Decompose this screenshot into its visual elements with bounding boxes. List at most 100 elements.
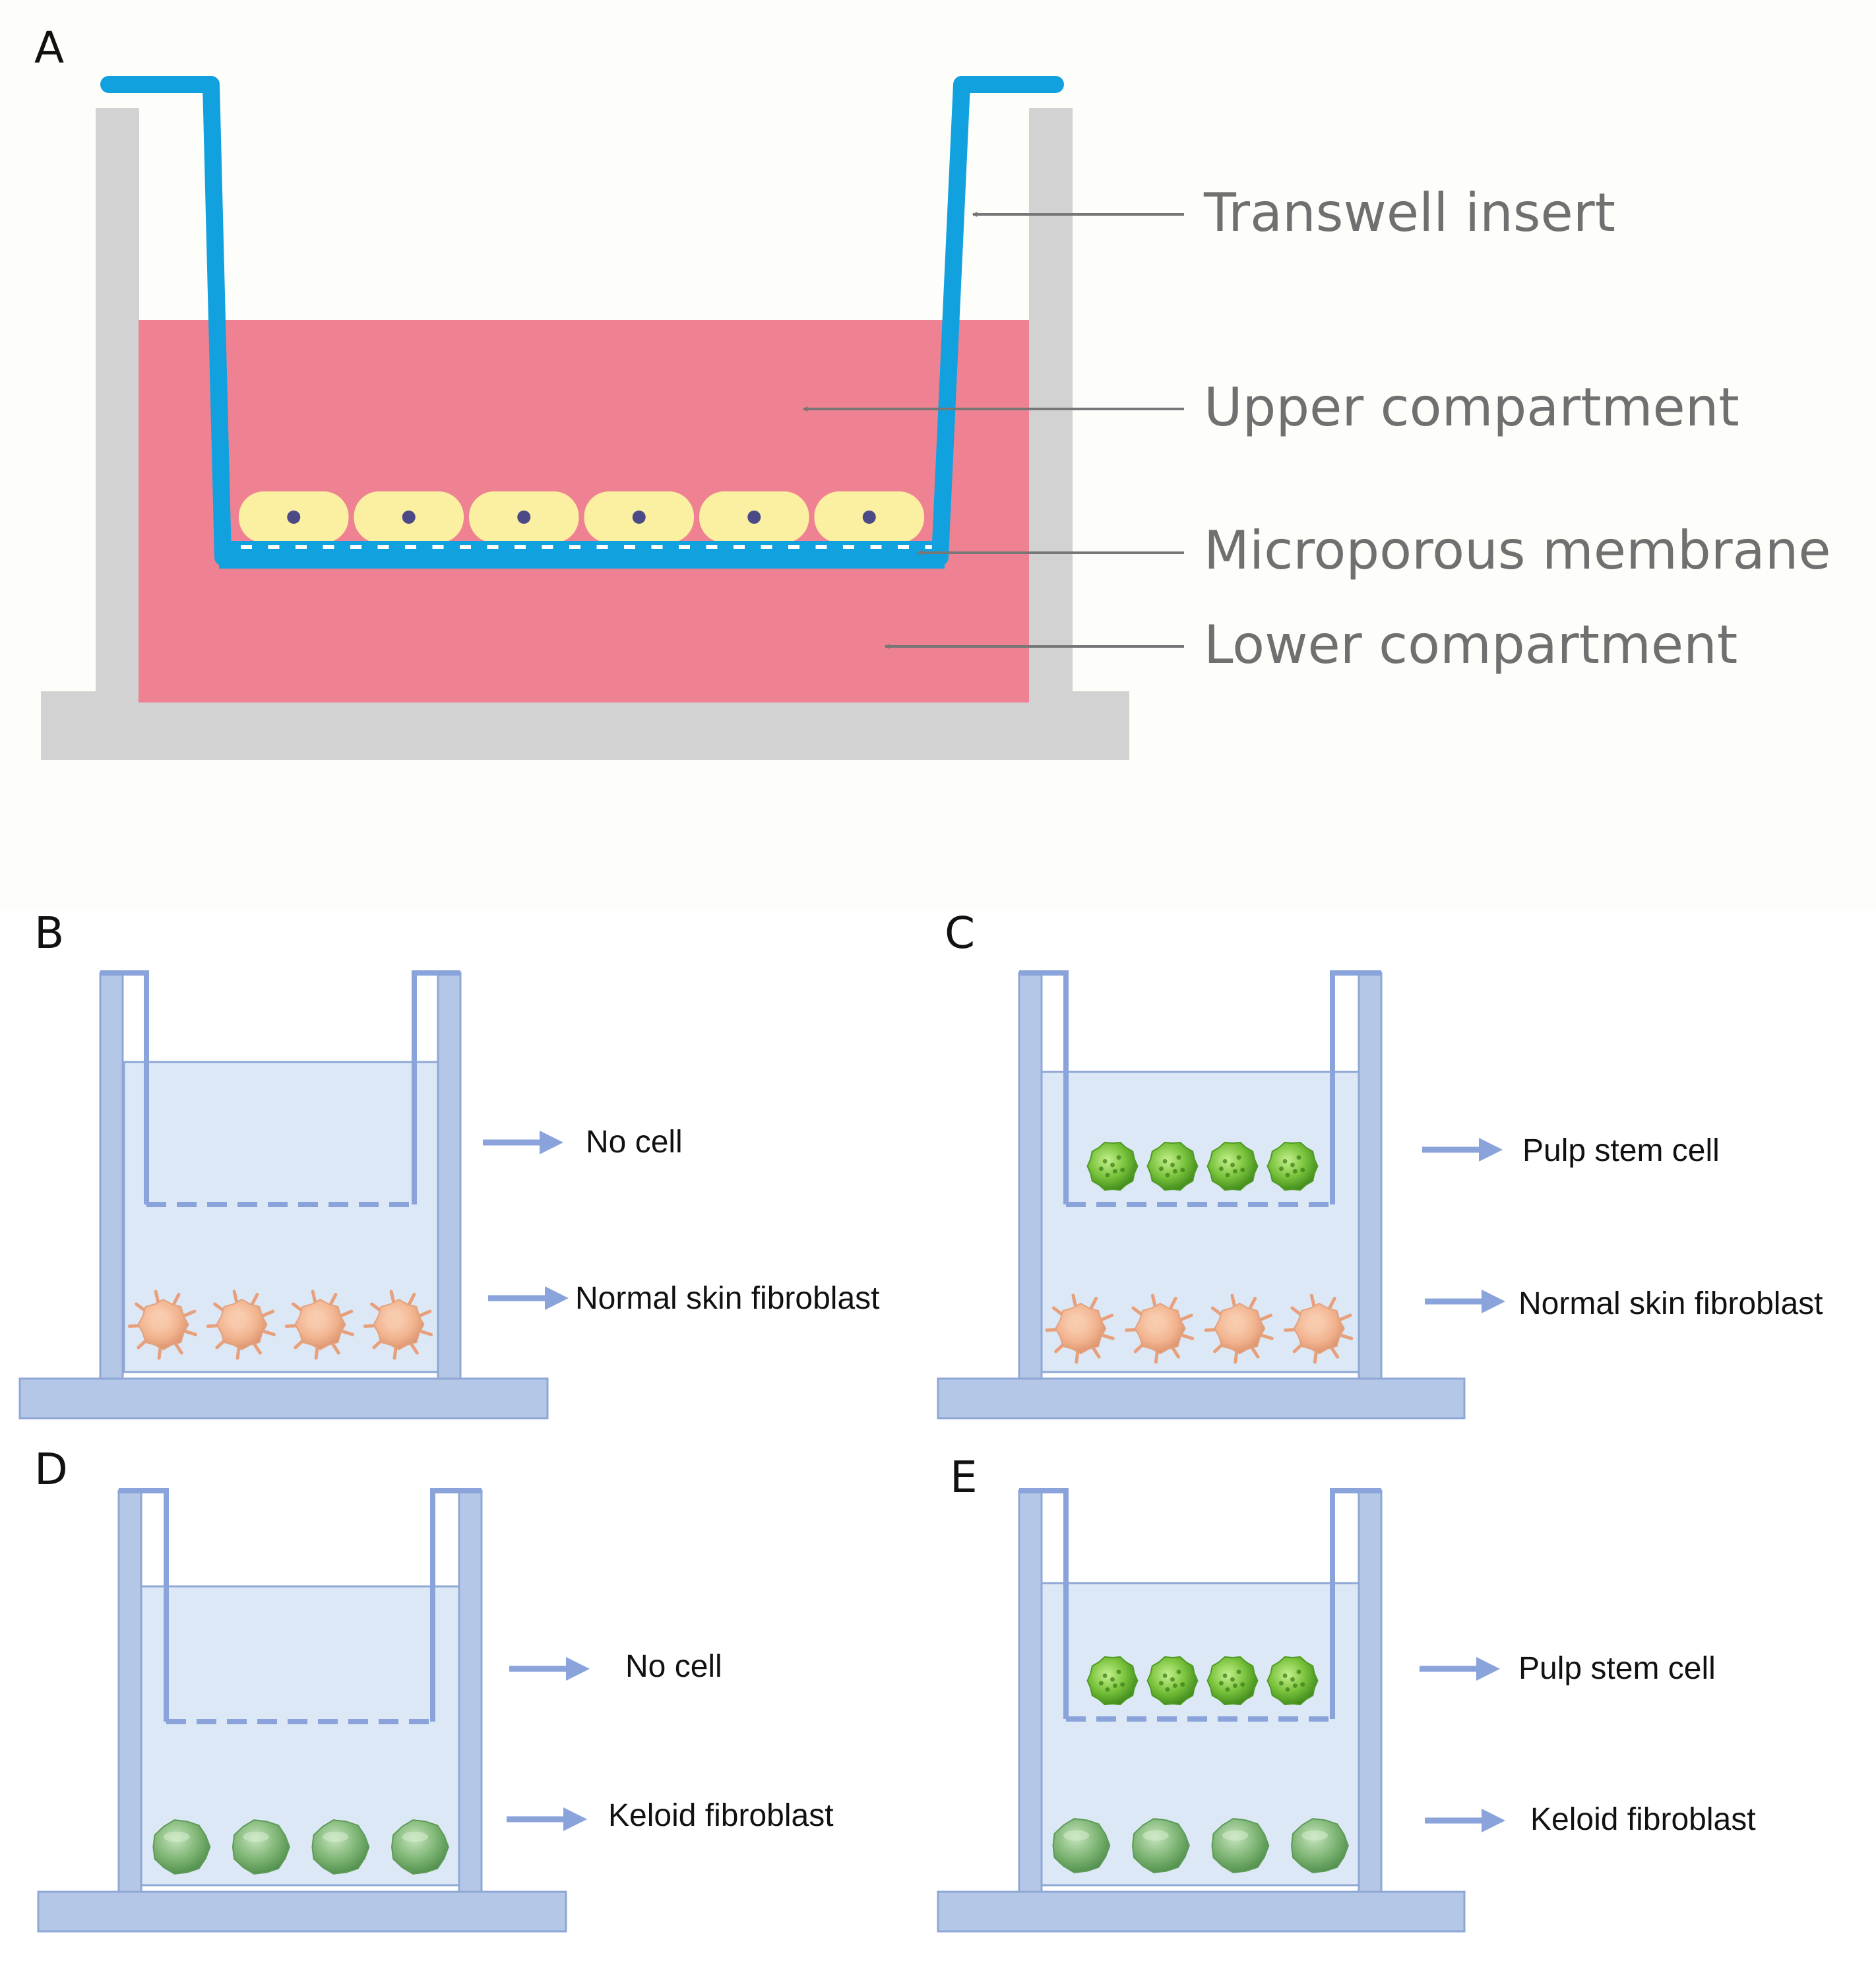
pulp-stem-cell — [1146, 1656, 1199, 1706]
cell-body — [1052, 1818, 1111, 1873]
cell-granule — [1176, 1155, 1181, 1160]
keloid-fibroblast-cell — [232, 1819, 290, 1875]
cell-body — [232, 1819, 290, 1875]
panel-c-upper-label: Pulp stem cell — [1522, 1133, 1720, 1168]
well-right-wall — [1029, 108, 1073, 695]
panel-b: B No cell Normal skin fibroblast — [18, 908, 879, 1420]
upper-label-arrow-head — [566, 1657, 590, 1681]
cell-granule — [1296, 1670, 1301, 1675]
well-base — [937, 1377, 1466, 1420]
normal-skin-fibroblast-cell — [127, 1290, 198, 1360]
pulp-stem-cell — [1086, 1656, 1139, 1706]
cell-nucleus — [747, 511, 761, 524]
normal-skin-fibroblast-cell — [1125, 1294, 1195, 1364]
panel-d-upper-label: No cell — [625, 1649, 722, 1684]
cell-granule — [1218, 1166, 1224, 1171]
keloid-fibroblast-cell — [152, 1819, 211, 1875]
cell-granule — [1172, 1683, 1177, 1689]
pulp-stem-cell — [1266, 1656, 1319, 1706]
cell-nucleus — [287, 511, 301, 524]
panel-d: D No cell Keloid fibroblast — [34, 1444, 834, 1933]
keloid-fibroblast-cell — [1211, 1818, 1270, 1873]
panel-b-upper-label: No cell — [586, 1125, 683, 1160]
cell-granule — [1120, 1168, 1125, 1173]
keloid-fibroblast-cell — [391, 1819, 449, 1875]
lower-label-arrow-head — [545, 1286, 569, 1310]
cell-granule — [1116, 1670, 1121, 1675]
cell-granule — [1176, 1670, 1181, 1675]
normal-skin-fibroblast-cell — [1204, 1294, 1274, 1364]
keloid-fibroblast-cell — [1290, 1818, 1349, 1873]
cell-nucleus — [1226, 1318, 1243, 1334]
cell-nucleus — [632, 511, 646, 524]
cell-granule — [1112, 1169, 1117, 1174]
cell-granule — [1165, 1687, 1170, 1692]
well-base — [37, 1890, 567, 1933]
cell-granule — [1158, 1681, 1164, 1686]
well-base — [937, 1890, 1466, 1933]
cell-body — [1211, 1818, 1270, 1873]
keloid-fibroblast-cell — [311, 1819, 370, 1875]
transwell-insert — [1019, 1488, 1381, 1719]
transwell-insert — [1019, 970, 1381, 1204]
cell-nucleus — [1067, 1318, 1084, 1334]
cell-granule — [1165, 1172, 1170, 1177]
transwell-insert — [119, 1488, 482, 1722]
transwell-well — [937, 1488, 1505, 1933]
transwell-well — [937, 970, 1505, 1420]
cell-highlight — [1142, 1830, 1169, 1841]
cell-granule — [1292, 1169, 1298, 1174]
panel-b-letter: B — [34, 908, 64, 958]
pulp-stem-cell — [1086, 1141, 1139, 1191]
cell-nucleus — [1305, 1318, 1323, 1334]
upper-label-arrow-head — [540, 1131, 563, 1154]
transwell-insert — [100, 76, 1064, 566]
epithelial-cell — [354, 491, 464, 543]
epithelial-cell — [469, 491, 579, 543]
cell-body — [391, 1819, 449, 1875]
cell-highlight — [1301, 1830, 1328, 1841]
cell-nucleus — [1146, 1318, 1164, 1334]
cell-granule — [1290, 1162, 1295, 1168]
cell-monolayer — [239, 491, 924, 543]
normal-skin-fibroblast-cell — [206, 1290, 276, 1360]
cell-granule — [1278, 1681, 1284, 1686]
keloid-fibroblast-cell — [1131, 1818, 1190, 1873]
cell-granule — [1225, 1687, 1230, 1692]
panel-a-letter: A — [34, 22, 64, 73]
pulp-stem-cell — [1266, 1141, 1319, 1191]
well-left-wall — [99, 972, 124, 1380]
normal-skin-fibroblast-cell — [284, 1290, 355, 1360]
keloid-fibroblast-cell — [1052, 1818, 1111, 1873]
lower-label-arrow-head — [1482, 1290, 1505, 1313]
epithelial-cell — [584, 491, 694, 543]
cell-granule — [1236, 1670, 1241, 1675]
cell-granule — [1102, 1673, 1108, 1678]
upper-label-arrow-head — [1476, 1657, 1500, 1681]
cell-granule — [1282, 1158, 1288, 1164]
lower-label-arrow-head — [1482, 1809, 1505, 1832]
cell-granule — [1218, 1681, 1224, 1686]
transwell-well — [18, 970, 569, 1420]
cell-granule — [1105, 1172, 1110, 1177]
cell-highlight — [163, 1831, 190, 1842]
cell-highlight — [322, 1831, 349, 1842]
cell-granule — [1296, 1155, 1301, 1160]
cell-nucleus — [307, 1314, 324, 1330]
cell-granule — [1116, 1155, 1121, 1160]
label-microporous-membrane: Microporous membrane — [1204, 520, 1831, 581]
cell-granule — [1222, 1158, 1228, 1164]
cell-nucleus — [228, 1314, 245, 1330]
lower-label-arrow-head — [563, 1807, 587, 1831]
cell-granule — [1236, 1155, 1241, 1160]
cell-highlight — [1222, 1830, 1249, 1841]
panel-e-upper-label: Pulp stem cell — [1518, 1651, 1716, 1686]
panel-e-lower-label: Keloid fibroblast — [1530, 1802, 1756, 1837]
panel-e-letter: E — [950, 1452, 978, 1503]
cell-granule — [1240, 1682, 1245, 1687]
panel-c-letter: C — [945, 908, 975, 958]
label-lower-compartment: Lower compartment — [1204, 614, 1737, 675]
cell-granule — [1180, 1168, 1185, 1173]
cell-body — [1131, 1818, 1190, 1873]
